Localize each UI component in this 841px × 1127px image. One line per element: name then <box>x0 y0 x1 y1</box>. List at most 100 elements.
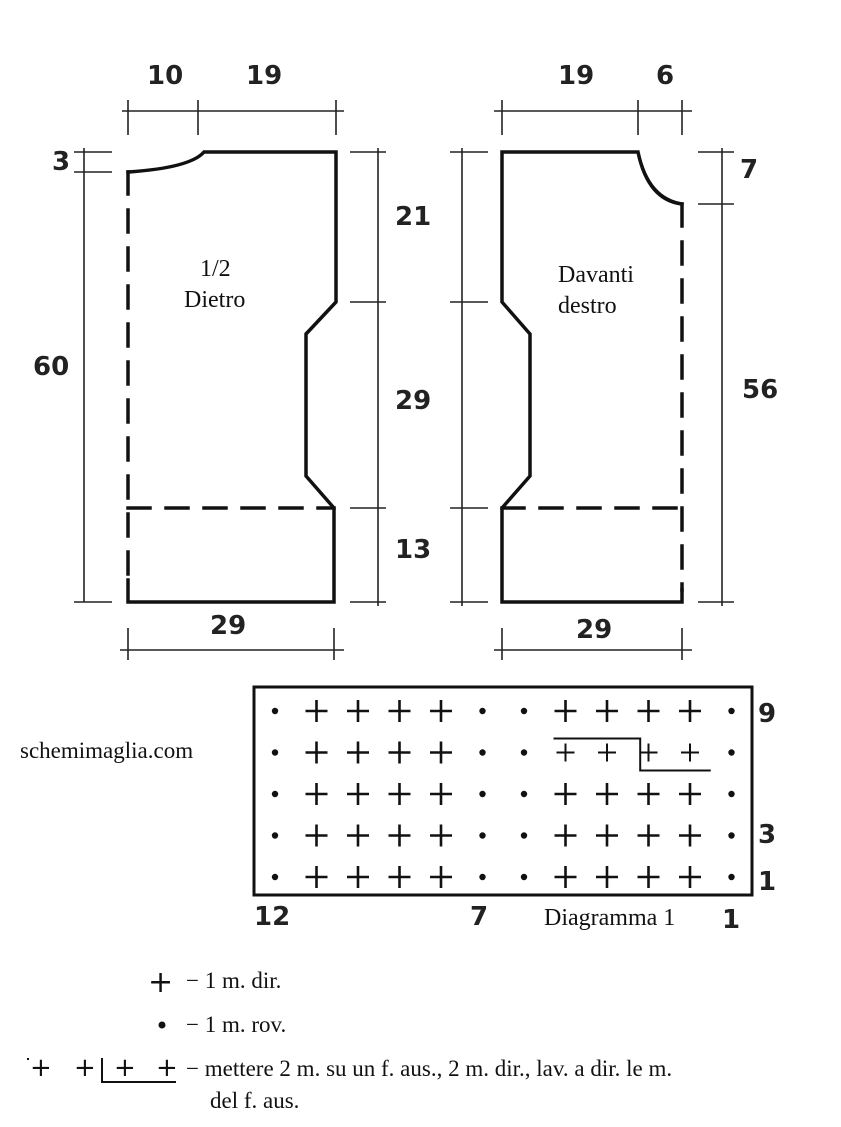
svg-text:+: + <box>30 1053 52 1083</box>
svg-text:+: + <box>74 1053 96 1083</box>
purl-stitch <box>479 749 486 756</box>
stitch-grid <box>271 700 735 888</box>
knit-stitch <box>554 783 577 805</box>
knit-stitch <box>430 783 452 805</box>
back-label-line2: Dietro <box>184 287 245 313</box>
diagram-row-label-top: 9 <box>758 699 776 729</box>
back-dim-rib: 13 <box>395 535 431 565</box>
knit-stitch <box>388 824 411 847</box>
back-piece-outline <box>126 150 338 604</box>
back-dim-top-right: 19 <box>246 61 282 91</box>
knit-stitch <box>596 783 618 805</box>
stitch-diagram-frame <box>252 685 754 897</box>
front-label-line1: Davanti <box>558 262 634 288</box>
legend-purl-text: − 1 m. rov. <box>186 1012 287 1037</box>
knit-stitch <box>347 866 369 888</box>
knit-stitch <box>596 700 618 722</box>
diagram-col-label-middle: 7 <box>470 902 488 932</box>
knit-stitch <box>596 824 618 847</box>
legend-cable-text-line2: del f. aus. <box>210 1088 300 1113</box>
purl-stitch <box>728 749 735 756</box>
knit-stitch <box>430 824 452 847</box>
purl-stitch <box>520 790 528 798</box>
cable-stitch <box>598 743 616 762</box>
knit-stitch <box>637 866 660 888</box>
legend-cable-text-line1: − mettere 2 m. su un f. aus., 2 m. dir.,… <box>186 1056 673 1081</box>
cable-stitch <box>639 743 658 762</box>
knit-stitch <box>554 866 577 888</box>
diagram-col-label-left: 12 <box>254 902 290 932</box>
watermark-text: schemimaglia.com <box>20 738 194 763</box>
front-dim-height: 56 <box>742 375 778 405</box>
diagram-row-label-mid: 3 <box>758 820 776 850</box>
purl-stitch <box>271 749 279 756</box>
knit-stitch <box>430 741 452 764</box>
purl-stitch <box>520 832 528 839</box>
knit-stitch <box>347 700 369 722</box>
knit-stitch <box>637 824 660 847</box>
purl-stitch <box>728 832 735 839</box>
purl-stitch <box>271 790 279 798</box>
purl-stitch <box>479 832 486 839</box>
purl-stitch <box>271 832 279 839</box>
front-dim-top-left: 19 <box>558 61 594 91</box>
front-dim-bottom: 29 <box>576 615 612 645</box>
purl-stitch <box>271 873 279 881</box>
knit-stitch <box>347 741 369 764</box>
legend-purl-symbol <box>158 1021 166 1029</box>
front-dim-neck-drop: 7 <box>740 155 758 185</box>
knit-stitch <box>388 700 411 722</box>
knit-stitch <box>554 700 577 722</box>
front-piece-outline <box>500 150 684 604</box>
knit-stitch <box>679 866 701 888</box>
purl-stitch <box>520 873 528 881</box>
knit-stitch <box>679 700 701 722</box>
diagram-row-label-bottom: 1 <box>758 867 776 897</box>
back-dim-armhole: 21 <box>395 202 431 232</box>
svg-text:+: + <box>156 1053 178 1083</box>
knit-stitch <box>430 700 452 722</box>
knit-stitch <box>430 866 452 888</box>
back-dim-top-left: 10 <box>147 61 183 91</box>
knit-stitch <box>305 700 328 722</box>
legend-knit-symbol: + <box>148 965 173 1000</box>
knit-stitch <box>596 866 618 888</box>
purl-stitch <box>728 707 735 715</box>
knit-stitch <box>554 824 577 847</box>
knit-stitch <box>679 783 701 805</box>
knit-stitch <box>305 741 328 764</box>
knit-stitch <box>305 866 328 888</box>
cable-stitch <box>681 743 699 762</box>
purl-stitch <box>479 873 486 881</box>
legend-cable-symbol: + + + + <box>27 1053 178 1083</box>
back-dim-height: 60 <box>33 352 69 382</box>
purl-stitch <box>728 873 735 881</box>
cable-stitch <box>556 743 575 762</box>
knit-stitch <box>388 741 411 764</box>
diagram-title: Diagramma 1 <box>544 905 675 931</box>
back-dim-shoulder-drop: 3 <box>52 147 70 177</box>
knit-stitch <box>388 866 411 888</box>
cable-crossing-mark <box>553 737 711 772</box>
purl-stitch <box>520 749 528 756</box>
front-label-line2: destro <box>558 293 617 319</box>
legend-knit-text: − 1 m. dir. <box>186 968 282 993</box>
diagram-col-label-right: 1 <box>722 905 740 935</box>
knit-stitch <box>347 824 369 847</box>
purl-stitch <box>271 707 279 715</box>
knit-stitch <box>305 824 328 847</box>
purl-stitch <box>479 790 486 798</box>
back-dim-side: 29 <box>395 386 431 416</box>
front-dim-top-right: 6 <box>656 61 674 91</box>
knit-stitch <box>347 783 369 805</box>
knit-stitch <box>637 783 660 805</box>
purl-stitch <box>479 707 486 715</box>
back-label-line1: 1/2 <box>200 256 231 282</box>
purl-stitch <box>728 790 735 798</box>
svg-text:+: + <box>114 1053 136 1083</box>
knit-stitch <box>637 700 660 722</box>
knit-stitch <box>305 783 328 805</box>
back-dim-bottom: 29 <box>210 611 246 641</box>
purl-stitch <box>520 707 528 715</box>
